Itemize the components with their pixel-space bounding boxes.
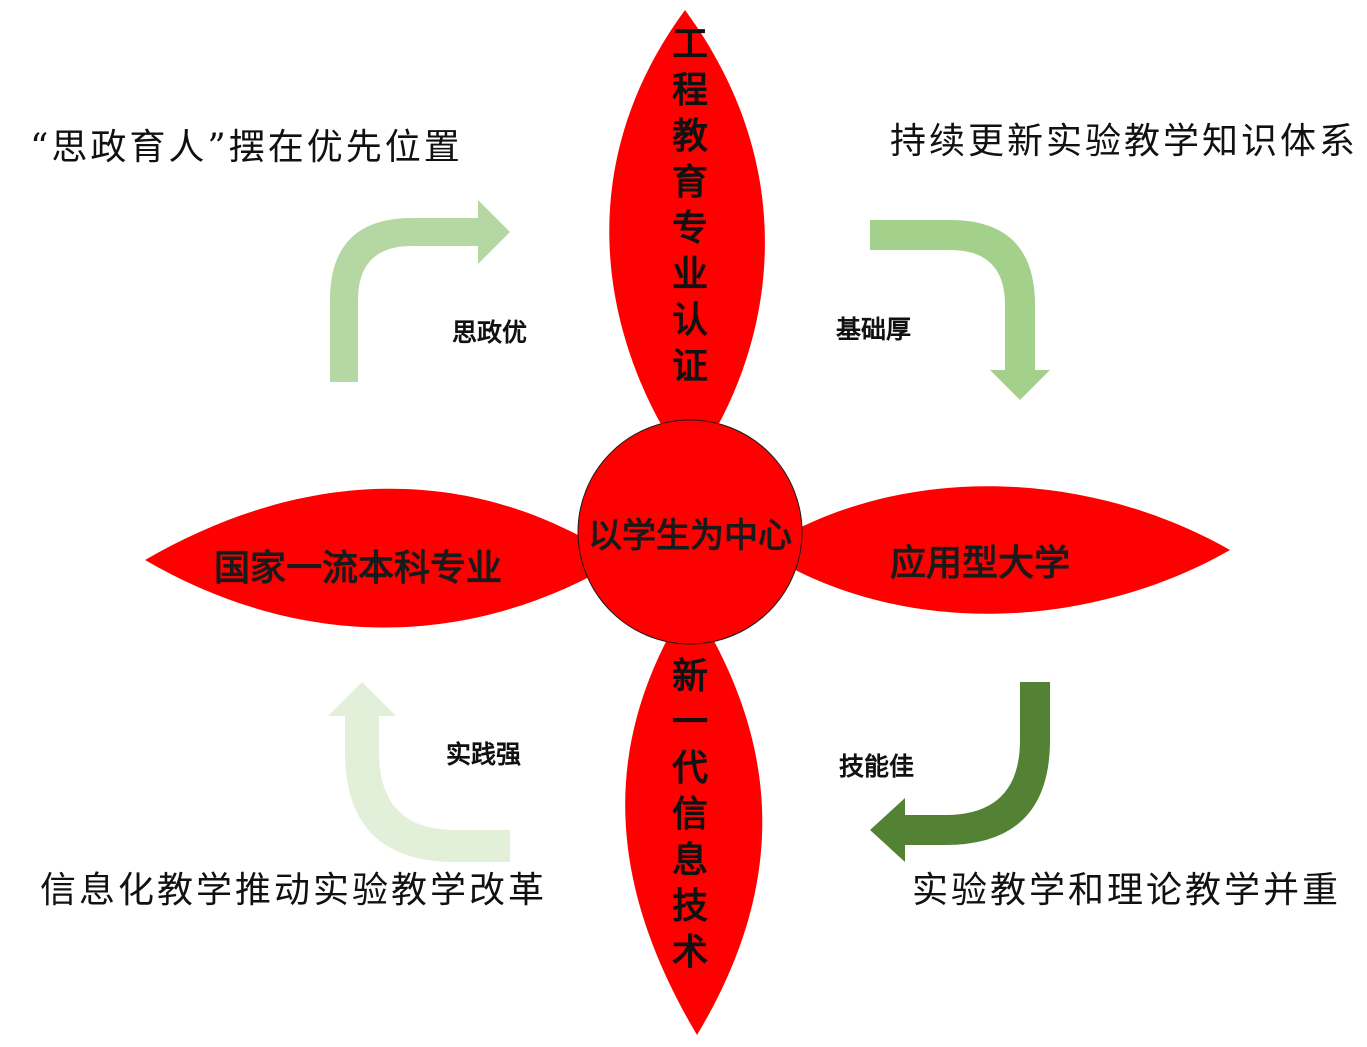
arrow-top-right	[870, 220, 1050, 400]
arrow-bottom-right	[870, 682, 1050, 862]
petal-right	[760, 486, 1230, 614]
petal-top-label: 工程教育专业认证	[671, 24, 708, 387]
petal-right-label: 应用型大学	[890, 542, 1070, 584]
corner-top-left-text: “思政育人”摆在优先位置	[30, 127, 463, 168]
petal-left-label: 国家一流本科专业	[214, 548, 502, 589]
arrow-bottom-left-label: 实践强	[446, 740, 522, 769]
arrow-top-right-label: 基础厚	[836, 315, 912, 344]
arrow-bottom-right-label: 技能佳	[839, 752, 915, 781]
arrow-bottom-left	[328, 682, 510, 862]
arrow-top-left-label: 思政优	[452, 318, 528, 347]
petal-bottom	[625, 600, 763, 1035]
corner-bottom-left-text: 信息化教学推动实验教学改革	[40, 870, 548, 911]
arrow-top-left	[330, 200, 510, 382]
center-circle	[577, 419, 803, 645]
corner-bottom-right-text: 实验教学和理论教学并重	[912, 870, 1342, 911]
corner-top-right-text: 持续更新实验教学知识体系	[890, 121, 1359, 162]
petal-left	[145, 488, 620, 628]
petal-top	[609, 10, 765, 470]
center-label: 以学生为中心	[588, 516, 792, 556]
petal-bottom-label: 新一代信息技术	[671, 656, 708, 973]
